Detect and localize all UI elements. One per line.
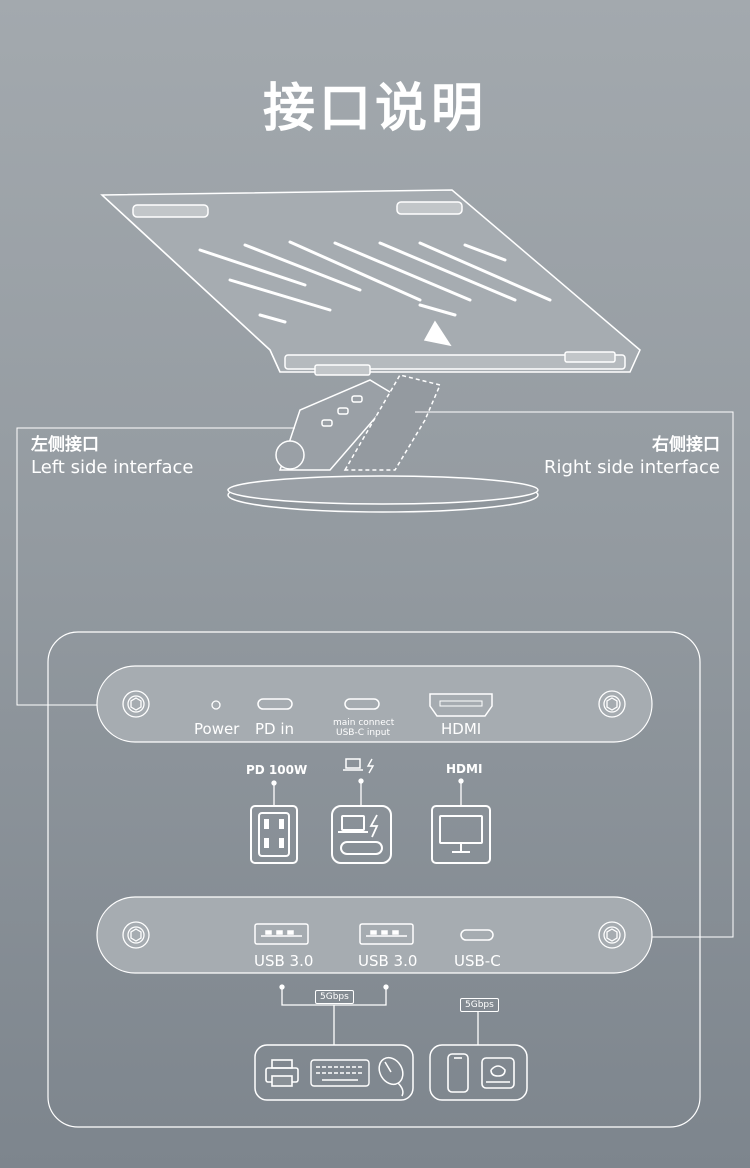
left-side-cn: 左侧接口	[31, 435, 99, 455]
main-connect-line2: USB-C input	[335, 728, 391, 738]
hard-drive-icon	[481, 1057, 515, 1089]
printer-icon	[265, 1059, 299, 1087]
keyboard-icon	[310, 1059, 370, 1087]
power-label: Power	[194, 720, 240, 738]
screw-icon	[598, 690, 626, 718]
usb-c-port-icon	[460, 929, 494, 941]
hdmi-device-label: HDMI	[446, 762, 483, 776]
usbc-device-group	[429, 1044, 528, 1101]
hdmi-port-icon	[429, 693, 493, 717]
usb-c-port-icon	[257, 698, 293, 710]
power-port-icon	[211, 700, 221, 710]
power-outlet-icon	[250, 805, 298, 864]
speed-badge-right: 5Gbps	[460, 998, 499, 1012]
usbc-label: USB-C	[454, 952, 501, 970]
mouse-icon	[378, 1056, 404, 1097]
right-side-label: 右侧接口 Right side interface	[544, 434, 720, 480]
page-title: 接口说明	[262, 79, 487, 139]
screw-icon	[122, 690, 150, 718]
left-side-label: 左侧接口 Left side interface	[31, 434, 193, 480]
screw-icon	[122, 921, 150, 949]
speed-badge-left: 5Gbps	[315, 990, 354, 1004]
usb-a-port-icon	[359, 923, 414, 945]
hdmi-port-label: HDMI	[441, 720, 482, 738]
pd-in-label: PD in	[255, 720, 295, 738]
laptop-stand-illustration	[100, 189, 641, 513]
usb-c-port-icon	[344, 698, 380, 710]
laptop-charging-icon	[331, 805, 392, 864]
usb-device-group	[254, 1044, 414, 1101]
monitor-icon	[431, 805, 491, 864]
left-side-en: Left side interface	[31, 457, 194, 478]
right-side-cn: 右侧接口	[652, 435, 720, 455]
usb2-label: USB 3.0	[358, 952, 418, 970]
phone-icon	[447, 1053, 469, 1093]
usb-a-port-icon	[254, 923, 309, 945]
top-port-bar	[96, 665, 653, 743]
bottom-port-bar	[96, 896, 653, 974]
main-connect-label: main connect USB-C input	[333, 718, 395, 738]
screw-icon	[598, 921, 626, 949]
pd-100w-label: PD 100W	[246, 763, 308, 777]
main-connect-line1: main connect	[333, 718, 395, 728]
usb1-label: USB 3.0	[254, 952, 314, 970]
right-side-en: Right side interface	[543, 457, 720, 478]
ports-panel	[47, 631, 701, 1128]
